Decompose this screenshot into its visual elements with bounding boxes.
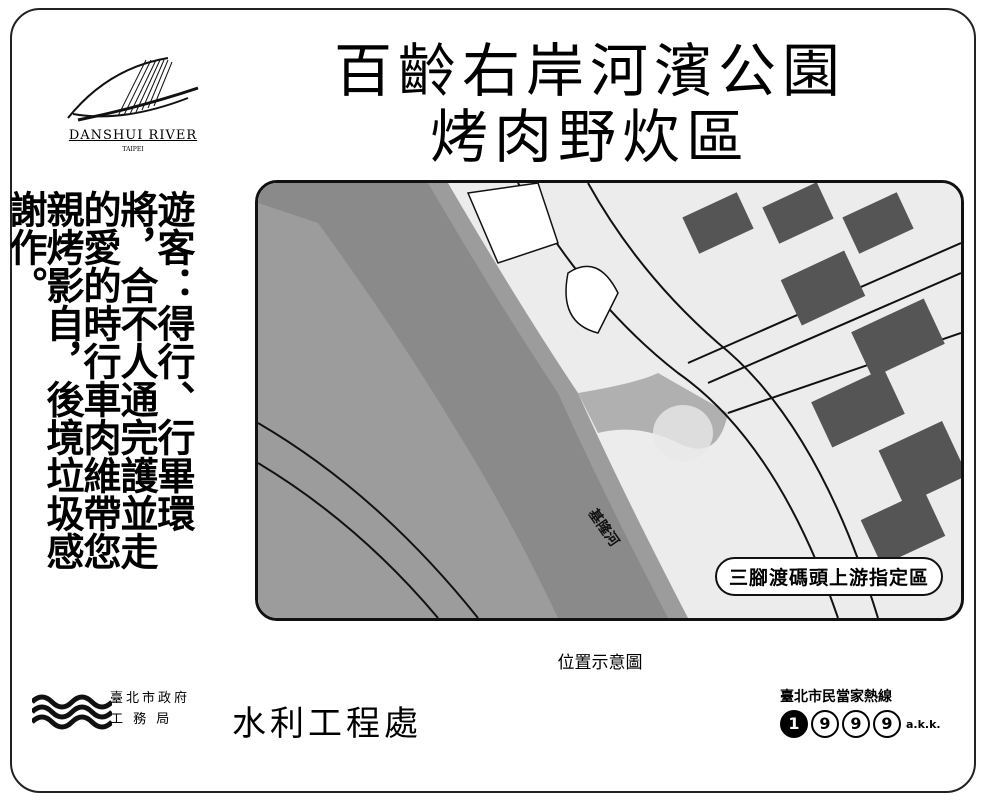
- department-small: 臺北市政府 工 務 局: [110, 688, 240, 730]
- map-caption: 位置示意圖: [557, 653, 643, 673]
- notice-text: 遊客：得行、行畢環將，合不人通完護並走的愛的時行車肉維帶您親烤影自，後境垃圾感謝…: [3, 190, 195, 570]
- water-waves-icon: [32, 694, 112, 730]
- department-name: 水利工程處: [232, 704, 422, 744]
- title-line-1: 百齡右岸河濱公園: [333, 37, 846, 105]
- logo-name: DANSHUI RIVER: [68, 128, 198, 143]
- danshui-river-logo: DANSHUI RIVER TAIPEI: [48, 48, 218, 158]
- hotline-label: 臺北市民當家熱線: [780, 689, 892, 705]
- title-line-2: 烤肉野炊區: [429, 103, 750, 171]
- dept-line-2: 工 務 局: [110, 712, 173, 727]
- logo-sub: TAIPEI: [122, 146, 144, 153]
- logo-graphic: [67, 57, 199, 122]
- sign-board: [10, 8, 976, 793]
- hotline-digit: 9: [842, 710, 870, 738]
- hotline-digit: 9: [811, 710, 839, 738]
- hotline-suffix: a.k.k.: [906, 717, 941, 731]
- hotline-number: 1 9 9 9 a.k.k.: [780, 710, 941, 738]
- location-map: 基隆河 三腳渡碼頭上游指定區: [255, 180, 964, 621]
- hotline-digit: 9: [873, 710, 901, 738]
- dept-line-1: 臺北市政府: [110, 691, 191, 706]
- map-graphic: 基隆河: [258, 183, 961, 618]
- page-title: 百齡右岸河濱公園 烤肉野炊區: [330, 38, 850, 170]
- hotline-digit: 1: [780, 710, 808, 738]
- designated-area-tag: 三腳渡碼頭上游指定區: [714, 557, 943, 596]
